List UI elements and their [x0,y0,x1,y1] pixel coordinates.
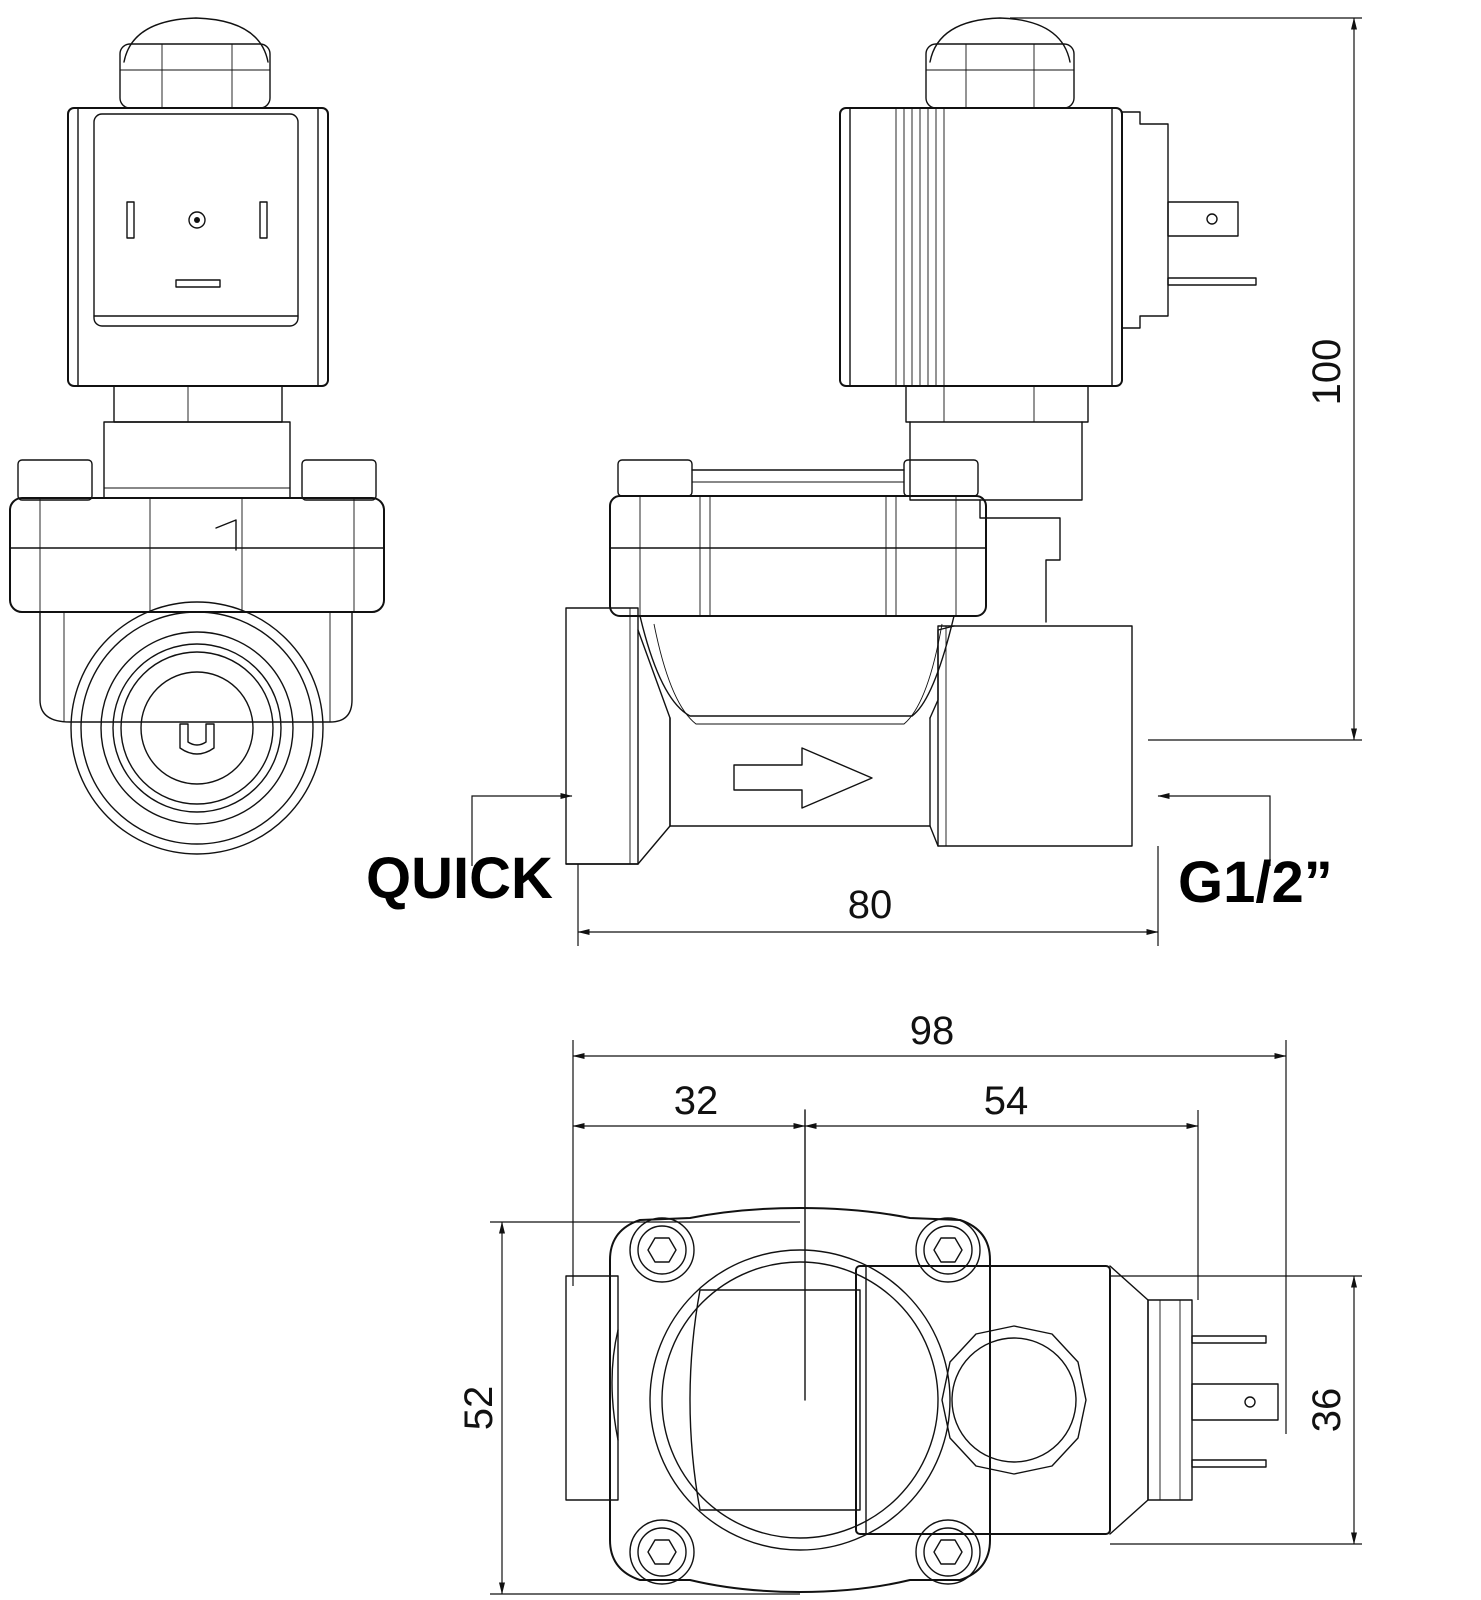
dim-label-inlet-to-center: 32 [674,1079,719,1123]
dim-label-height: 100 [1305,339,1349,406]
top-bolt-top-left [629,1217,695,1283]
dim-label-coil-width: 36 [1305,1388,1349,1433]
dimension-inlet-to-center: 32 [572,1079,806,1129]
top-bolt-top-right [915,1217,981,1283]
front-coil [67,107,329,387]
top-connector-pins [1191,1335,1279,1468]
inlet-leader: QUICK [366,793,573,911]
dim-label-body-width: 52 [457,1386,501,1431]
dim-label-center-to-coil-end: 54 [984,1079,1029,1123]
dimension-coil-width: 36 [1110,1275,1362,1545]
dimension-height: 100 [1010,17,1362,741]
front-bonnet [9,459,385,613]
top-flange [609,1207,991,1593]
top-view [565,1109,1279,1593]
top-inlet-port [565,1275,619,1501]
side-cap-nut [925,17,1075,109]
front-body [39,601,353,855]
side-body [565,607,1133,865]
flow-direction-arrow [733,747,873,809]
dim-label-body-length: 80 [848,883,893,927]
side-stem [905,385,1089,623]
outlet-port-label: G1/2” [1178,850,1333,915]
dimension-body-length: 80 [577,846,1159,946]
side-coil [839,107,1169,387]
dimension-overall-length: 98 [572,1009,1287,1434]
side-view [565,17,1257,865]
front-cap-nut [119,17,271,109]
front-view [9,17,385,855]
dim-label-overall-length: 98 [910,1009,955,1053]
front-stem [103,385,291,499]
top-bolt-bottom-right [915,1519,981,1585]
inlet-port-label: QUICK [366,846,553,911]
top-coil [855,1265,1193,1535]
side-bonnet [609,459,987,617]
side-connector-pins [1167,201,1257,286]
dimension-body-width: 52 [457,1221,800,1595]
outlet-leader: G1/2” [1157,793,1333,915]
dimension-center-to-coil-end: 54 [804,1079,1199,1300]
top-bolt-bottom-left [629,1519,695,1585]
